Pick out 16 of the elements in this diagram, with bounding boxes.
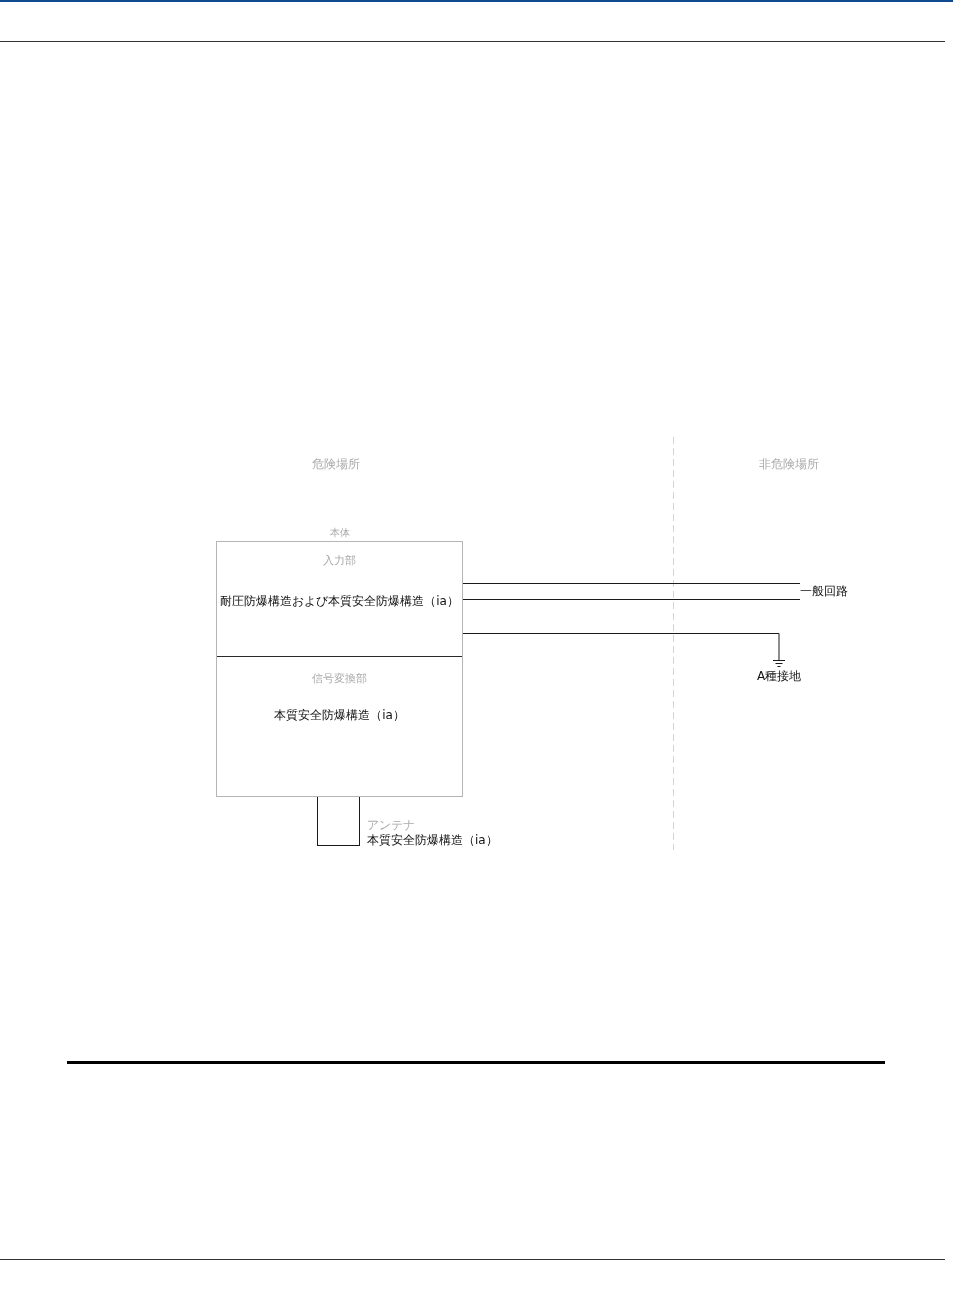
section-heading: 入力部 <box>323 553 356 569</box>
zone-label: 非危険場所 <box>758 456 820 473</box>
zone-label: 危険場所 <box>311 456 361 473</box>
connector-line <box>461 599 801 600</box>
ground-label: A種接地 <box>756 669 802 684</box>
connector-line <box>461 633 780 661</box>
part-name-label: アンテナ <box>367 818 416 833</box>
unit-heading: 本体 <box>328 526 351 540</box>
protection-type-text: 本質安全防爆構造（ia） <box>367 833 498 848</box>
section-heading: 信号変換部 <box>312 671 367 687</box>
connector-line <box>461 583 801 584</box>
circuit-label: 一般回路 <box>800 581 848 601</box>
protection-type-text: 耐圧防爆構造および本質安全防爆構造（ia） <box>220 593 459 610</box>
protection-type-text: 本質安全防爆構造（ia） <box>274 707 405 724</box>
ground-terminal <box>754 660 804 684</box>
antenna-box <box>317 797 360 846</box>
